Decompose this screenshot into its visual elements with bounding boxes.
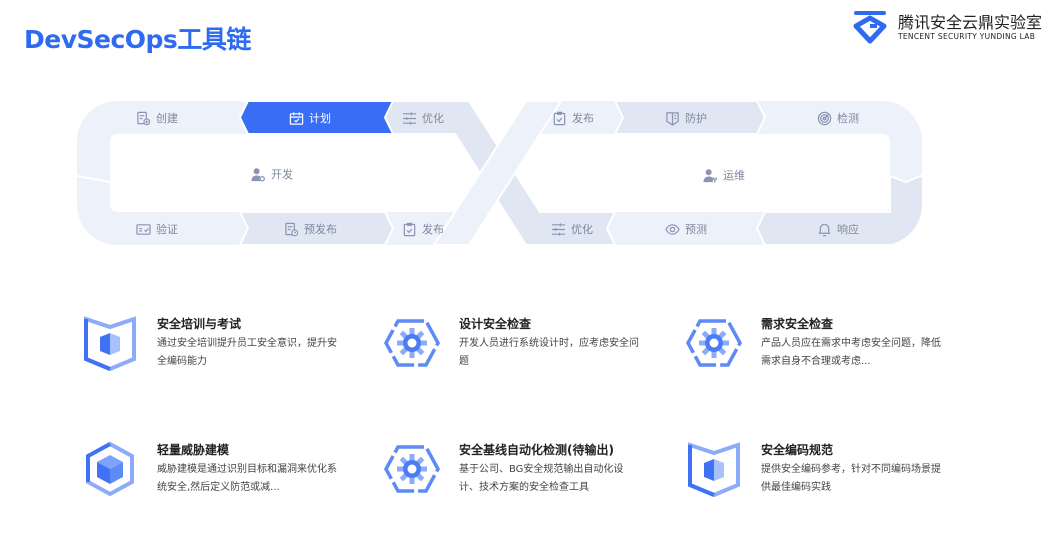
- card-description: 基于公司、BG安全规范输出自动化设计、技术方案的安全检查工具: [459, 464, 624, 493]
- logo-icon: [853, 11, 887, 44]
- user-wrench-icon: [703, 168, 717, 183]
- card-description: 通过安全培训提升员工安全意识，提升安全编码能力: [157, 338, 337, 367]
- card-description: 提供安全编码参考，针对不同编码场景提供最佳编码实践: [761, 464, 941, 493]
- stage-release-left[interactable]: 发布: [402, 221, 444, 237]
- stage-respond[interactable]: 响应: [817, 221, 859, 237]
- stage-prerelease[interactable]: 预发布: [284, 221, 337, 237]
- logo-name-en: TENCENT SECURITY YUNDING LAB: [898, 32, 1036, 41]
- feature-card[interactable]: 安全培训与考试通过安全培训提升员工安全意识，提升安全编码能力: [82, 315, 372, 385]
- user-gear-icon: [251, 167, 266, 182]
- gear-hexagon-icon: [384, 445, 440, 493]
- cube-hexagon-icon: [86, 441, 134, 497]
- card-icon: [82, 315, 138, 372]
- card-icon: [686, 315, 742, 371]
- card-title: 需求安全检查: [761, 317, 834, 331]
- stage-develop[interactable]: 开发: [251, 166, 293, 182]
- card-title: 轻量威胁建模: [157, 443, 230, 457]
- bell-icon: [818, 223, 831, 236]
- card-icon: [82, 441, 138, 497]
- devsecops-loop: [77, 101, 922, 245]
- stage-create[interactable]: 创建: [136, 110, 178, 126]
- document-add-icon: [137, 111, 151, 125]
- feature-card[interactable]: 安全基线自动化检测(待输出) 基于公司、BG安全规范输出自动化设计、技术方案的安全…: [384, 441, 674, 511]
- card-icon: [686, 441, 742, 498]
- feature-card[interactable]: 设计安全检查开发人员进行系统设计时，应考虑安全问题: [384, 315, 674, 385]
- inner-left-panel: [110, 134, 480, 212]
- logo: 腾讯安全云鼎实验室 TENCENT SECURITY YUNDING LAB: [850, 8, 1050, 44]
- shield-book-icon: [666, 111, 679, 126]
- stage-protect[interactable]: 防护: [665, 110, 707, 126]
- card-title: 安全编码规范: [761, 443, 834, 457]
- feature-card[interactable]: 安全编码规范提供安全编码参考，针对不同编码场景提供最佳编码实践: [686, 441, 976, 511]
- sliders-icon: [402, 111, 417, 125]
- card-description: 产品人员应在需求中考虑安全问题，降低需求自身不合理或考虑...: [761, 338, 941, 367]
- sliders-icon: [551, 222, 566, 236]
- checklist-card-icon: [136, 223, 151, 235]
- stage-predict[interactable]: 预测: [665, 221, 707, 237]
- card-icon: [384, 315, 440, 371]
- gear-hexagon-icon: [384, 319, 440, 367]
- card-title: 设计安全检查: [459, 317, 532, 331]
- feature-card[interactable]: 轻量威胁建模威胁建模是通过识别目标和漏洞来优化系统安全,然后定义防范或减...: [82, 441, 372, 511]
- clipboard-check-icon: [553, 111, 566, 125]
- card-icon: [384, 441, 440, 497]
- eye-icon: [665, 223, 680, 235]
- page-title: DevSecOps工具链: [24, 25, 251, 54]
- calendar-check-icon: [289, 111, 304, 125]
- stage-verify[interactable]: 验证: [136, 221, 178, 237]
- stage-operate[interactable]: 运维: [703, 167, 745, 183]
- logo-name-cn: 腾讯安全云鼎实验室: [898, 13, 1043, 32]
- stage-plan[interactable]: 计划: [289, 110, 331, 126]
- feature-card[interactable]: 需求安全检查产品人员应在需求中考虑安全问题，降低需求自身不合理或考虑...: [686, 315, 976, 385]
- radar-icon: [817, 111, 832, 125]
- book-shield-icon: [84, 316, 136, 372]
- stage-detect[interactable]: 检测: [817, 110, 859, 126]
- stage-optimize-left[interactable]: 优化: [402, 110, 444, 126]
- segment-cross-band: [432, 101, 563, 245]
- gap-top: [469, 101, 526, 146]
- stage-optimize-right[interactable]: 优化: [551, 221, 593, 237]
- card-title: 安全培训与考试: [157, 317, 242, 331]
- document-clock-icon: [285, 222, 299, 236]
- book-shield-icon: [688, 442, 740, 498]
- card-title: 安全基线自动化检测(待输出): [459, 443, 614, 457]
- card-description: 开发人员进行系统设计时，应考虑安全问题: [459, 338, 639, 367]
- stage-release-right[interactable]: 发布: [552, 110, 594, 126]
- gear-hexagon-icon: [686, 319, 742, 367]
- gap-bottom: [469, 200, 526, 245]
- card-description: 威胁建模是通过识别目标和漏洞来优化系统安全,然后定义防范或减...: [157, 464, 337, 493]
- clipboard-check-icon: [403, 222, 416, 236]
- inner-right-panel: [515, 134, 890, 212]
